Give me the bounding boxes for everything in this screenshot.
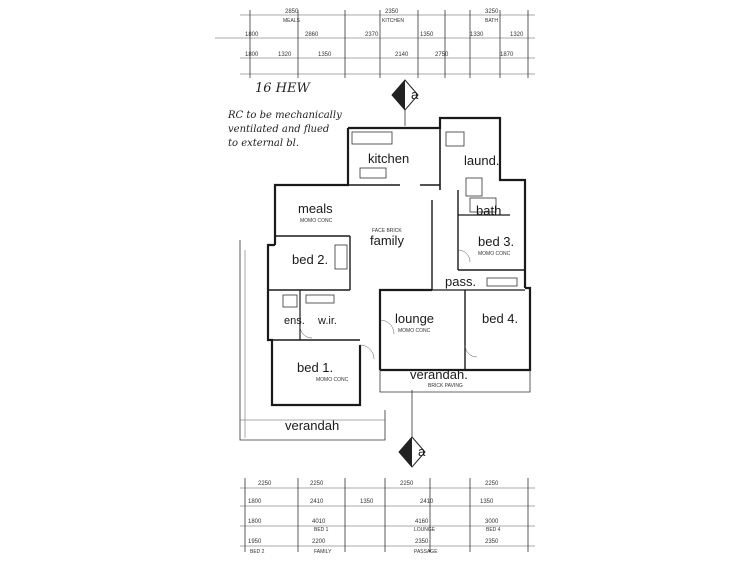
bottom-dim-label-bed-2: BED 2	[250, 549, 265, 555]
bottom-dim-r1-1: 2250	[258, 481, 272, 487]
finish-meals: MOMO CONC	[300, 218, 333, 224]
bottom-dim-r4-2: 2200	[312, 539, 326, 545]
room-bed-4: bed 4.	[482, 311, 518, 326]
top-dim-3: 3250	[485, 9, 499, 15]
bottom-dim-r4-4: 2350	[485, 539, 499, 545]
room-passage: pass.	[445, 274, 476, 289]
room-ensuite: ens.	[284, 315, 305, 327]
room-meals: meals	[298, 201, 333, 216]
top-dim-2: 2350	[385, 9, 399, 15]
rear-verandah	[379, 370, 531, 393]
top-dim-r2-6: 1320	[510, 32, 524, 38]
section-marker-top: a	[391, 79, 419, 126]
bottom-dim-r3-2: 4010	[312, 519, 326, 525]
room-verandah-rear: verandah.	[410, 367, 468, 382]
finish-bed-3: MOMO CONC	[478, 251, 511, 257]
bottom-dim-r3-1: 1800	[248, 519, 262, 525]
room-family: family	[370, 233, 404, 248]
room-bed-2: bed 2.	[292, 252, 328, 267]
top-dim-r3-1: 1800	[245, 52, 259, 58]
section-label-bottom: a	[418, 444, 426, 459]
top-dim-label-kitchen: KITCHEN	[382, 18, 404, 24]
top-dim-r2-2: 2860	[305, 32, 319, 38]
top-dimension-lines: 2850 2350 3250 MEALS KITCHEN BATH 1800 2…	[215, 9, 535, 78]
bottom-dim-r2-4: 2410	[420, 499, 434, 505]
room-bed-1: bed 1.	[297, 360, 333, 375]
room-kitchen: kitchen	[368, 151, 409, 166]
bottom-dim-label-passage: PASSAGE	[414, 549, 438, 555]
bottom-dim-r4-3: 2350	[415, 539, 429, 545]
top-dim-r2-5: 1330	[470, 32, 484, 38]
section-label-top: a	[411, 87, 419, 102]
top-dim-r3-3: 1350	[318, 52, 332, 58]
bottom-dim-r3-4: 3000	[485, 519, 499, 525]
note-line-3: to external bl.	[228, 138, 299, 149]
bottom-dimension-lines: 2250 2250 2250 2250 1800 2410 1350 2410 …	[240, 478, 535, 555]
bottom-dim-label-family: FAMILY	[314, 549, 332, 555]
bottom-dim-r1-4: 2250	[485, 481, 499, 487]
bottom-dim-label-bed-4: BED 4	[486, 527, 501, 533]
top-dim-r3-6: 1870	[500, 52, 514, 58]
section-marker-bottom: a	[398, 390, 426, 468]
top-dim-r2-1: 1800	[245, 32, 259, 38]
note-line-1: RC to be mechanically	[227, 110, 342, 121]
bottom-dim-label-lounge: LOUNGE	[414, 527, 436, 533]
room-laundry: laund.	[464, 153, 499, 168]
bottom-dim-r2-1: 1800	[248, 499, 262, 505]
top-dim-r3-5: 2750	[435, 52, 449, 58]
bottom-dim-r2-3: 1350	[360, 499, 374, 505]
room-lounge: lounge	[395, 311, 434, 326]
bottom-dim-r1-3: 2250	[400, 481, 414, 487]
top-dim-r3-4: 2140	[395, 52, 409, 58]
bottom-dim-r2-2: 2410	[310, 499, 324, 505]
note-line-2: ventilated and flued	[228, 124, 329, 135]
plan-title: 16 HEW	[255, 81, 312, 96]
internal-walls	[268, 128, 525, 370]
bottom-dim-label-bed-1: BED 1	[314, 527, 329, 533]
bottom-dim-r2-5: 1350	[480, 499, 494, 505]
room-bath: bath	[476, 203, 501, 218]
room-walk-in-robe: w.ir.	[317, 315, 337, 327]
top-dim-1: 2850	[285, 9, 299, 15]
finish-verandah-rear: BRICK PAVING	[428, 383, 463, 389]
finish-family-wall: FACE BRICK	[372, 228, 402, 234]
bottom-dim-r3-3: 4160	[415, 519, 429, 525]
fixtures	[282, 131, 518, 308]
top-dim-label-bath: BATH	[485, 18, 498, 24]
top-dim-r2-3: 2370	[365, 32, 379, 38]
finish-bed-1: MOMO CONC	[316, 377, 349, 383]
room-bed-3: bed 3.	[478, 234, 514, 249]
room-verandah-front: verandah	[285, 418, 339, 433]
finish-lounge: MOMO CONC	[398, 328, 431, 334]
top-dim-r3-2: 1320	[278, 52, 292, 58]
bottom-dim-r1-2: 2250	[310, 481, 324, 487]
bottom-dim-r4-1: 1950	[248, 539, 262, 545]
top-dim-label-meals: MEALS	[283, 18, 301, 24]
top-dim-r2-4: 1350	[420, 32, 434, 38]
front-verandah	[239, 240, 386, 441]
door-swings	[299, 249, 478, 360]
